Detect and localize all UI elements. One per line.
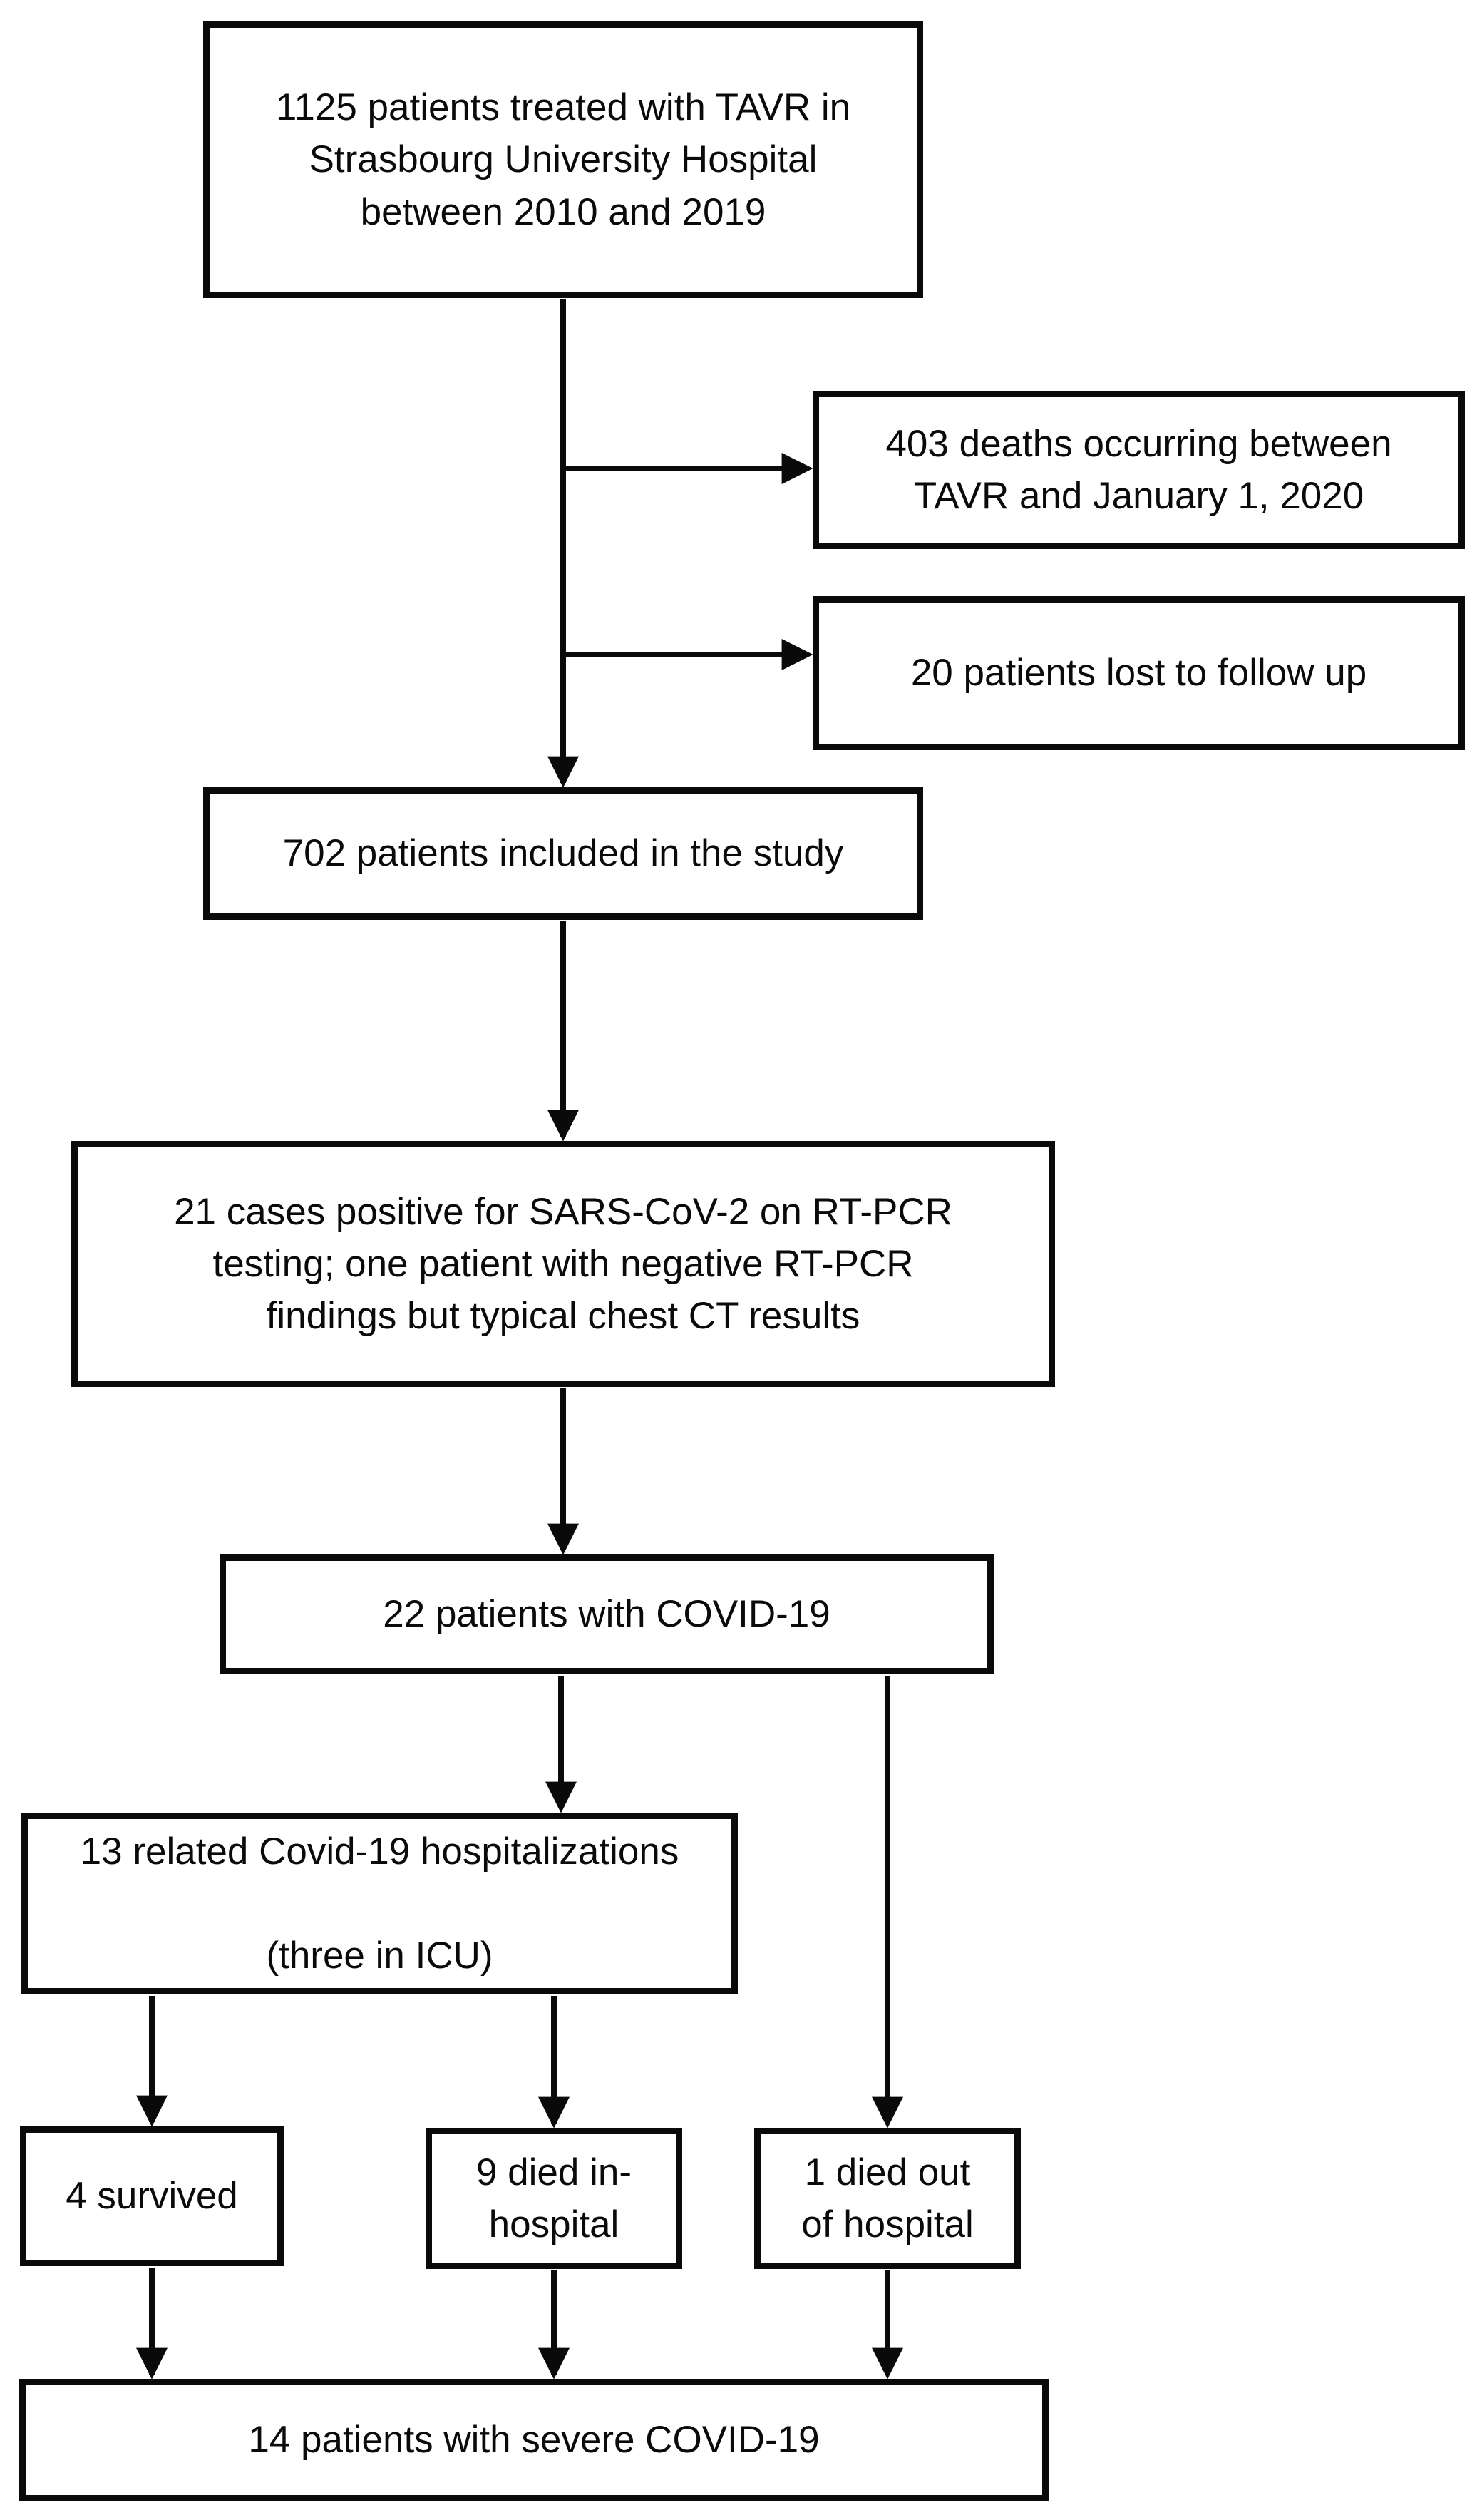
node-died-in-hospital: 9 died in- hospital	[426, 2128, 682, 2269]
node-included-in-study: 702 patients included in the study	[203, 787, 923, 920]
node-sars-cov-2-cases: 21 cases positive for SARS-CoV-2 on RT-P…	[71, 1141, 1055, 1387]
node-initial-cohort: 1125 patients treated with TAVR in Stras…	[203, 21, 923, 298]
node-covid-19-patients: 22 patients with COVID-19	[220, 1554, 994, 1674]
node-died-out-of-hospital: 1 died out of hospital	[754, 2128, 1021, 2269]
node-severe-covid-19: 14 patients with severe COVID-19	[19, 2379, 1049, 2501]
node-hospitalizations: 13 related Covid-19 hospitalizations (th…	[21, 1813, 738, 1994]
node-survived: 4 survived	[20, 2126, 284, 2266]
node-lost-to-follow-up: 20 patients lost to follow up	[813, 596, 1465, 750]
node-deaths-before-2020: 403 deaths occurring between TAVR and Ja…	[813, 391, 1465, 549]
